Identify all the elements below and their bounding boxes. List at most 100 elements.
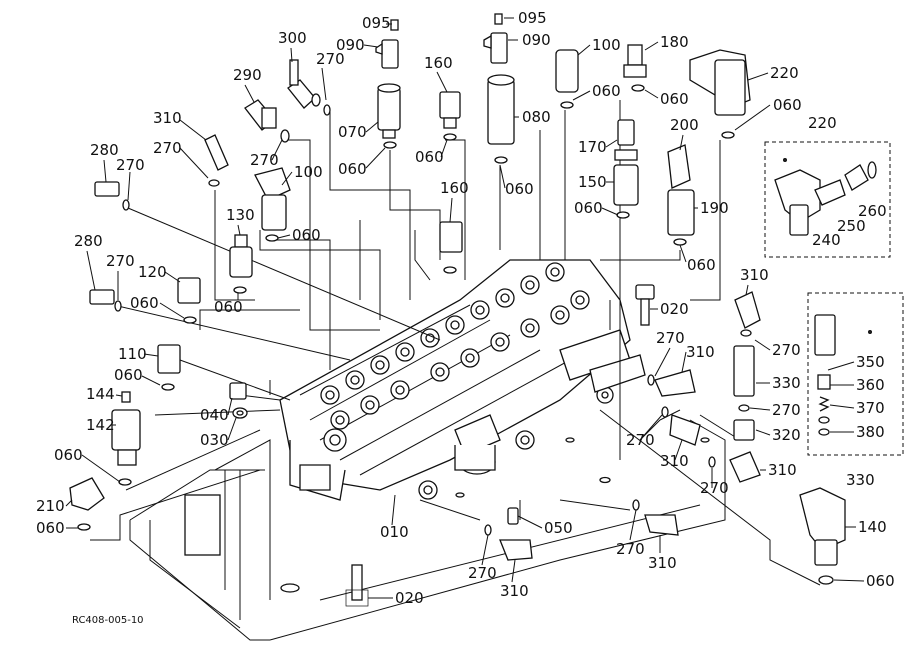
callout-060-d: 060 bbox=[338, 160, 367, 178]
callout-310-right-lower: 310 bbox=[768, 461, 797, 479]
callout-260: 260 bbox=[858, 202, 887, 220]
connector-310-center-right bbox=[647, 369, 696, 397]
callout-310-center: 310 bbox=[686, 343, 715, 361]
callout-090-right: 090 bbox=[522, 31, 551, 49]
sensor-300 bbox=[287, 59, 321, 109]
switch-160-top bbox=[439, 91, 461, 141]
valve-ports bbox=[320, 262, 614, 500]
sender-100-top bbox=[555, 49, 579, 109]
callout-180: 180 bbox=[660, 33, 689, 51]
callout-280-mid: 280 bbox=[74, 232, 103, 250]
callout-060-l: 060 bbox=[114, 366, 143, 384]
callout-350: 350 bbox=[856, 353, 885, 371]
callout-360: 360 bbox=[856, 376, 885, 394]
callout-330-b: 330 bbox=[846, 471, 875, 489]
callout-370: 370 bbox=[856, 399, 885, 417]
callout-270-h: 270 bbox=[772, 401, 801, 419]
callout-280-top: 280 bbox=[90, 141, 119, 159]
callout-110: 110 bbox=[118, 345, 147, 363]
callout-060-n: 060 bbox=[36, 519, 65, 537]
callout-100-mid: 100 bbox=[294, 163, 323, 181]
callout-270-e: 270 bbox=[106, 252, 135, 270]
frame-bracket bbox=[184, 494, 221, 556]
plug-095-right bbox=[494, 13, 503, 25]
callout-060-f: 060 bbox=[505, 180, 534, 198]
callout-ticks bbox=[65, 17, 865, 599]
callout-020-mid: 020 bbox=[660, 300, 689, 318]
connector-310-top-left bbox=[204, 134, 229, 187]
callout-060-h: 060 bbox=[574, 199, 603, 217]
switch-160-mid bbox=[439, 221, 463, 274]
callout-060-a: 060 bbox=[592, 82, 621, 100]
callout-060-g: 060 bbox=[292, 226, 321, 244]
callout-060-j: 060 bbox=[130, 294, 159, 312]
connector-220-top bbox=[689, 49, 751, 139]
callout-270-j: 270 bbox=[700, 479, 729, 497]
callout-060-i: 060 bbox=[687, 256, 716, 274]
callout-060-b: 060 bbox=[660, 90, 689, 108]
callout-095-left: 095 bbox=[362, 14, 391, 32]
oring-270-top bbox=[323, 104, 331, 116]
sender-100-mid bbox=[254, 167, 291, 242]
control-valve-assembly bbox=[279, 259, 646, 501]
switch-170 bbox=[614, 119, 638, 161]
callout-270-l: 270 bbox=[616, 540, 645, 558]
sensor-200-190 bbox=[667, 144, 695, 246]
valve-solenoids bbox=[289, 329, 646, 501]
callout-270-k: 270 bbox=[468, 564, 497, 582]
switch-120 bbox=[177, 277, 201, 324]
callout-160-mid: 160 bbox=[440, 179, 469, 197]
callout-190: 190 bbox=[700, 199, 729, 217]
connector-210 bbox=[69, 477, 105, 531]
connector-310-right-lower bbox=[708, 451, 761, 483]
callout-270-d: 270 bbox=[116, 156, 145, 174]
callout-220-top: 220 bbox=[770, 64, 799, 82]
callout-060-k: 060 bbox=[214, 298, 243, 316]
connector-140 bbox=[799, 487, 846, 585]
pressure-switch-070 bbox=[377, 83, 401, 149]
callout-150: 150 bbox=[578, 173, 607, 191]
switch-110 bbox=[157, 344, 181, 391]
fitting-280-top bbox=[94, 181, 130, 211]
callout-210: 210 bbox=[36, 497, 65, 515]
callout-144: 144 bbox=[86, 385, 115, 403]
callout-270-f: 270 bbox=[656, 329, 685, 347]
connector-310-bottom-center bbox=[484, 524, 533, 561]
callout-330-a: 330 bbox=[772, 374, 801, 392]
sensor-290 bbox=[244, 99, 290, 143]
callout-310-lower-mid: 310 bbox=[660, 452, 689, 470]
bolt-020-mid bbox=[635, 284, 655, 326]
bolt-020-bottom bbox=[345, 564, 369, 607]
callout-310-bottom-right: 310 bbox=[648, 554, 677, 572]
callout-160-top: 160 bbox=[424, 54, 453, 72]
callout-270-c: 270 bbox=[250, 151, 279, 169]
callout-310-top-left: 310 bbox=[153, 109, 182, 127]
connector-310-right-upper bbox=[734, 291, 761, 337]
callout-250: 250 bbox=[837, 217, 866, 235]
callout-040: 040 bbox=[200, 406, 229, 424]
callout-200: 200 bbox=[670, 116, 699, 134]
callout-290: 290 bbox=[233, 66, 262, 84]
callout-060-c: 060 bbox=[773, 96, 802, 114]
callout-130: 130 bbox=[226, 206, 255, 224]
callout-220-inset: 220 bbox=[808, 114, 837, 132]
callout-060-e: 060 bbox=[415, 148, 444, 166]
callout-300: 300 bbox=[278, 29, 307, 47]
callout-142: 142 bbox=[86, 416, 115, 434]
callout-320: 320 bbox=[772, 426, 801, 444]
callout-270-top: 270 bbox=[316, 50, 345, 68]
connector-310-bottom-right bbox=[632, 499, 679, 536]
callout-060-o: 060 bbox=[866, 572, 895, 590]
fitting-280-mid bbox=[89, 289, 122, 312]
callout-labels: 095 090 300 270 160 095 090 100 180 220 … bbox=[36, 9, 895, 626]
callout-090-left: 090 bbox=[336, 36, 365, 54]
inset-220-detail bbox=[764, 141, 891, 258]
switch-180 bbox=[623, 44, 647, 92]
pin-050 bbox=[507, 507, 519, 525]
switch-130 bbox=[229, 234, 253, 294]
callout-050: 050 bbox=[544, 519, 573, 537]
callout-095-right: 095 bbox=[518, 9, 547, 27]
callout-060-m: 060 bbox=[54, 446, 83, 464]
nut-040-washer-030 bbox=[229, 382, 248, 419]
